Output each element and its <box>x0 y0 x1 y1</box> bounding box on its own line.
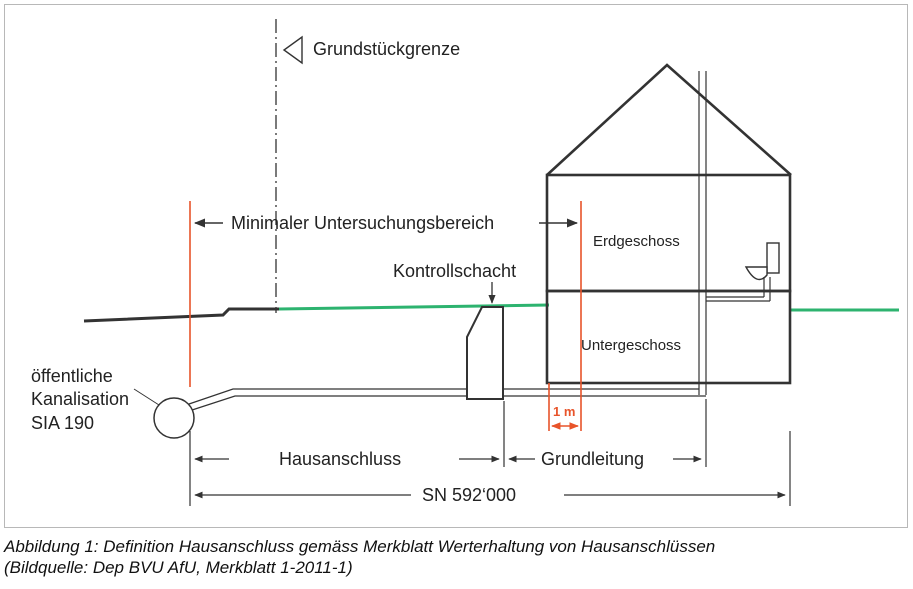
investigation-label: Minimaler Untersuchungsbereich <box>231 213 494 233</box>
sewer-label-line3: SIA 190 <box>31 413 94 433</box>
figure-caption: Abbildung 1: Definition Hausanschluss ge… <box>4 536 913 578</box>
house-connection-pipe <box>188 388 467 412</box>
public-sewer-icon <box>153 397 195 439</box>
base-pipe-label: Grundleitung <box>541 449 644 469</box>
property-boundary-label: Grundstückgrenze <box>313 39 460 59</box>
one-meter-label: 1 m <box>553 404 575 419</box>
base-pipe <box>503 388 706 397</box>
sewer-label-line1: öffentliche <box>31 366 113 386</box>
control-shaft-label: Kontrollschacht <box>393 261 516 281</box>
norm-label: SN 592‘000 <box>422 485 516 505</box>
house-roof <box>546 63 792 176</box>
boundary-marker-icon <box>282 35 303 65</box>
toilet-icon <box>706 242 780 302</box>
control-shaft <box>466 306 504 400</box>
diagram-frame: Grundstückgrenze Erdgeschoss Untergescho… <box>4 4 908 528</box>
caption-line-1: Abbildung 1: Definition Hausanschluss ge… <box>4 537 716 556</box>
sewer-label-line2: Kanalisation <box>31 389 129 409</box>
house-connection-diagram: Grundstückgrenze Erdgeschoss Untergescho… <box>31 19 899 506</box>
basement-label: Untergeschoss <box>581 337 681 354</box>
caption-line-2: (Bildquelle: Dep BVU AfU, Merkblatt 1-20… <box>4 558 353 577</box>
basement <box>545 289 792 385</box>
ground-floor-label: Erdgeschoss <box>593 233 680 250</box>
sewer-pointer <box>133 388 160 406</box>
house-connection-label: Hausanschluss <box>279 449 401 469</box>
terrain-left <box>83 307 279 323</box>
ground-line <box>278 303 550 311</box>
